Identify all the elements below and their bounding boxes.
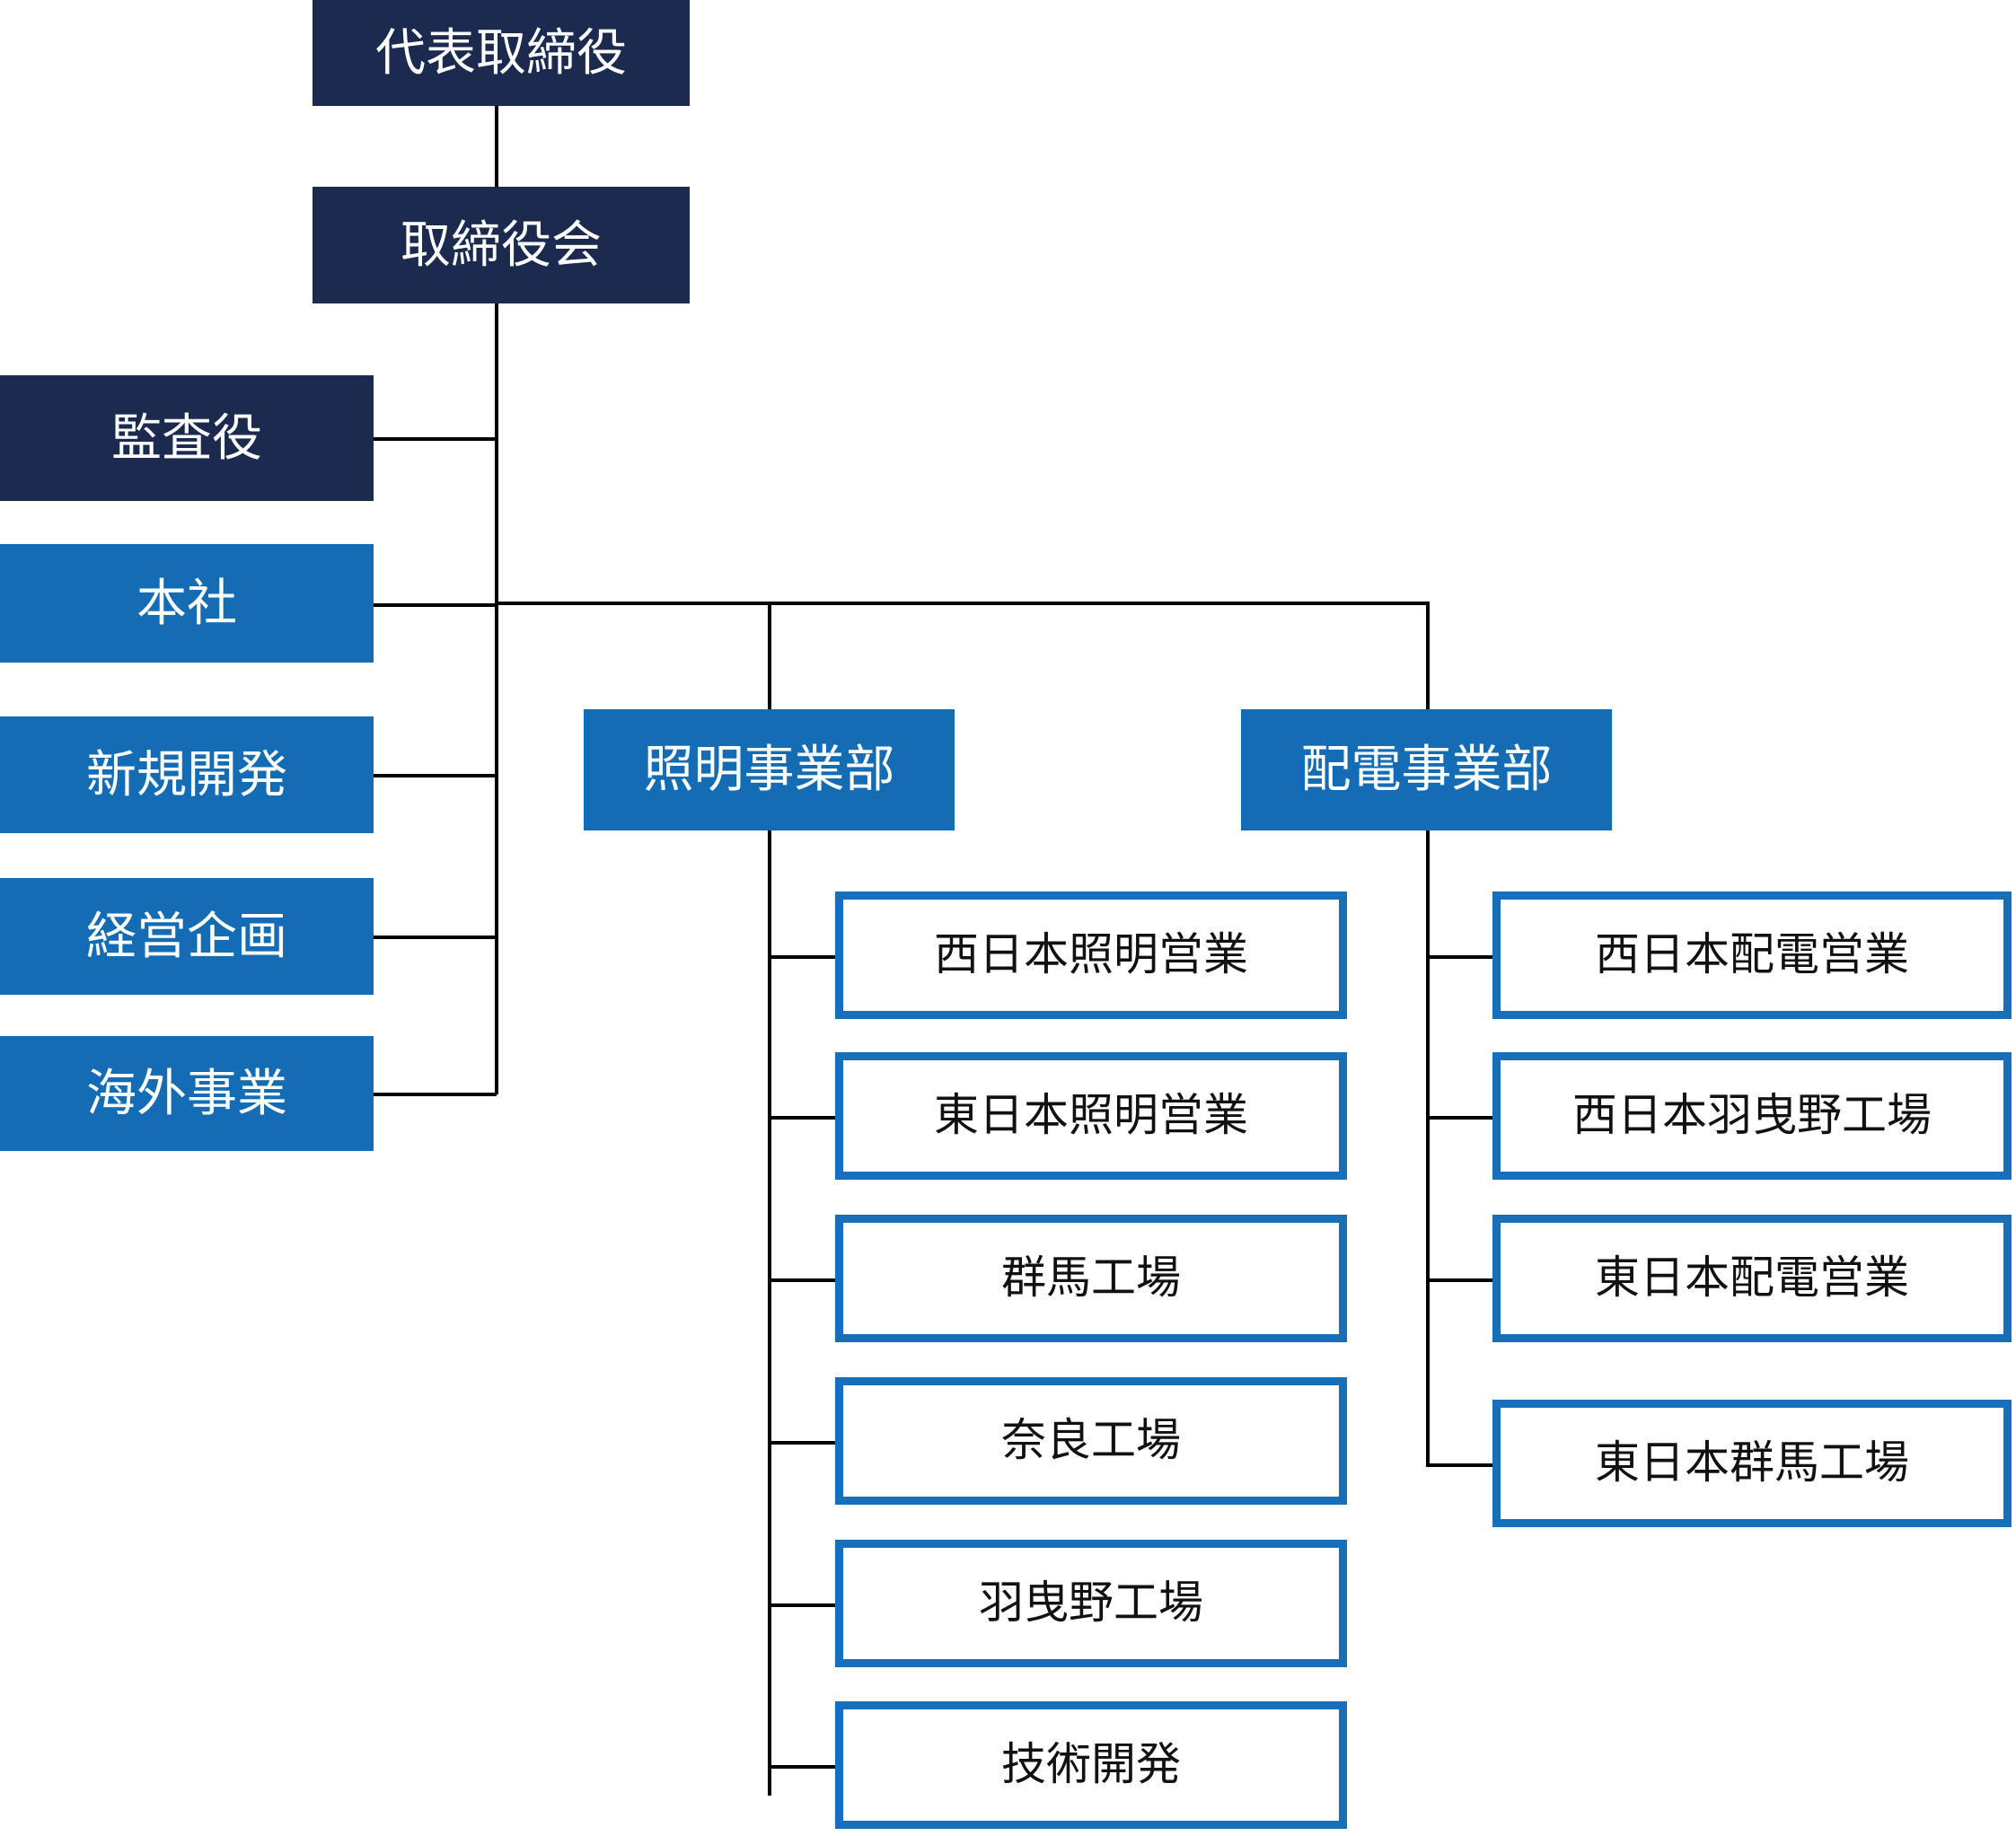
connector-main-trunk [495, 303, 498, 1094]
node-corporate-headquarters[interactable]: 本社 [0, 544, 374, 663]
node-label-overseas-business: 海外事業 [86, 1064, 287, 1121]
node-label-unit-lighting-5: 羽曳野工場 [979, 1577, 1203, 1629]
node-unit-distribution-3[interactable]: 東日本配電営業 [1492, 1215, 2012, 1342]
node-label-new-development: 新規開発 [86, 745, 287, 803]
node-corporate-planning[interactable]: 経営企画 [0, 878, 374, 995]
node-label-unit-distribution-1: 西日本配電営業 [1595, 929, 1909, 980]
node-label-auditor: 監査役 [111, 408, 262, 466]
connector-bus-to-distribution-division [1426, 602, 1430, 711]
node-label-unit-distribution-2: 西日本羽曳野工場 [1572, 1090, 1932, 1141]
node-label-division-lighting: 照明事業部 [643, 741, 895, 798]
connector-trunk-to-auditor [374, 437, 497, 441]
connector-distribution-unit-4 [1426, 1463, 1498, 1467]
connector-trunk-to-new-development [374, 774, 497, 777]
node-representative-director[interactable]: 代表取締役 [313, 0, 690, 106]
node-label-division-power-distribution: 配電事業部 [1300, 741, 1553, 798]
connector-trunk-to-overseas-business [374, 1093, 497, 1096]
connector-lighting-spine [768, 830, 771, 1796]
connector-lighting-unit-3 [768, 1278, 840, 1282]
node-overseas-business[interactable]: 海外事業 [0, 1036, 374, 1151]
node-label-unit-lighting-6: 技術開発 [1001, 1739, 1181, 1790]
node-unit-lighting-3[interactable]: 群馬工場 [835, 1215, 1347, 1342]
node-unit-lighting-6[interactable]: 技術開発 [835, 1701, 1347, 1829]
node-new-development[interactable]: 新規開発 [0, 716, 374, 833]
node-auditor[interactable]: 監査役 [0, 375, 374, 501]
node-label-unit-lighting-4: 奈良工場 [1001, 1415, 1181, 1466]
connector-ceo-to-board [495, 106, 498, 189]
node-label-corporate-planning: 経営企画 [86, 907, 287, 964]
node-board-of-directors[interactable]: 取締役会 [313, 187, 690, 303]
node-unit-lighting-4[interactable]: 奈良工場 [835, 1377, 1347, 1505]
connector-distribution-unit-2 [1426, 1116, 1498, 1120]
node-unit-distribution-4[interactable]: 東日本群馬工場 [1492, 1400, 2012, 1527]
node-label-unit-lighting-3: 群馬工場 [1001, 1252, 1181, 1304]
connector-trunk-to-corporate-planning [374, 936, 497, 939]
connector-bus-to-lighting-division [768, 602, 771, 711]
connector-trunk-to-headquarters [374, 603, 497, 607]
node-label-board-of-directors: 取締役会 [401, 215, 602, 273]
node-label-unit-lighting-1: 西日本照明営業 [934, 929, 1248, 980]
connector-distribution-spine [1426, 830, 1430, 1467]
node-label-unit-lighting-2: 東日本照明営業 [934, 1090, 1248, 1141]
node-unit-lighting-5[interactable]: 羽曳野工場 [835, 1540, 1347, 1667]
connector-distribution-unit-1 [1426, 955, 1498, 959]
node-division-lighting[interactable]: 照明事業部 [584, 709, 955, 830]
connector-lighting-unit-1 [768, 955, 840, 959]
node-label-unit-distribution-4: 東日本群馬工場 [1595, 1437, 1909, 1489]
connector-division-bus [495, 602, 1430, 605]
node-unit-lighting-2[interactable]: 東日本照明営業 [835, 1052, 1347, 1180]
node-label-unit-distribution-3: 東日本配電営業 [1595, 1252, 1909, 1304]
connector-distribution-unit-3 [1426, 1278, 1498, 1282]
node-unit-distribution-1[interactable]: 西日本配電営業 [1492, 892, 2012, 1019]
connector-lighting-unit-5 [768, 1603, 840, 1607]
node-unit-distribution-2[interactable]: 西日本羽曳野工場 [1492, 1052, 2012, 1180]
connector-lighting-unit-6 [768, 1765, 840, 1769]
node-label-representative-director: 代表取締役 [375, 23, 627, 81]
node-unit-lighting-1[interactable]: 西日本照明営業 [835, 892, 1347, 1019]
node-label-corporate-headquarters: 本社 [136, 574, 237, 631]
connector-lighting-unit-4 [768, 1441, 840, 1445]
connector-lighting-unit-2 [768, 1116, 840, 1120]
node-division-power-distribution[interactable]: 配電事業部 [1241, 709, 1612, 830]
